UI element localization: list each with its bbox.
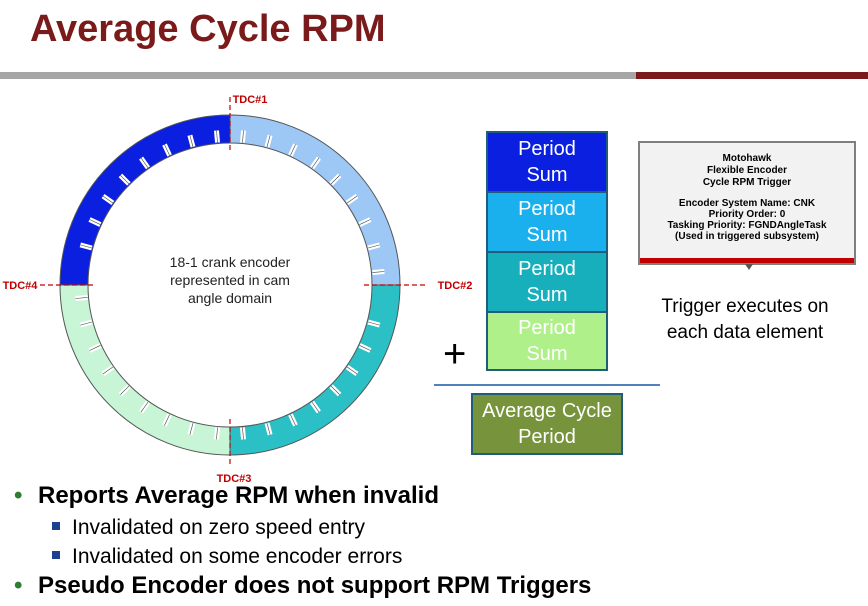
period-sum-3: Period Sum <box>486 251 608 311</box>
encoder-tooth-outline <box>80 244 92 249</box>
encoder-tooth-outline <box>368 244 380 249</box>
encoder-tooth-outline <box>266 135 271 147</box>
ring-segment-3 <box>59 284 231 456</box>
block-title: Motohawk Flexible Encoder Cycle RPM Trig… <box>702 153 792 188</box>
encoder-tooth-outline <box>189 135 194 147</box>
ring-segment-2 <box>229 284 401 456</box>
encoder-tooth-outline <box>368 321 380 326</box>
encoder-tooth-outline <box>359 345 371 351</box>
encoder-tooth-outline <box>372 271 385 273</box>
encoder-tooth-outline <box>346 366 358 375</box>
encoder-tooth-outline <box>164 144 170 156</box>
bullet-pseudo-encoder: •Pseudo Encoder does not support RPM Tri… <box>14 572 592 599</box>
sub-bullet-zero-speed: Invalidated on zero speed entry <box>52 516 365 540</box>
square-bullet-icon <box>52 522 60 531</box>
period-sum-1: Period Sum <box>486 131 608 191</box>
cycle-rpm-trigger-block[interactable]: Motohawk Flexible Encoder Cycle RPM Trig… <box>638 141 856 270</box>
encoder-tooth-outline <box>120 385 130 395</box>
bullet-reports-average: •Reports Average RPM when invalid <box>14 482 439 509</box>
wheel-center-text-line: 18-1 crank encoder <box>170 254 291 270</box>
title-underline-gray <box>0 72 636 79</box>
period-sum-stack: Period Sum Period Sum Period Sum Period … <box>486 131 608 371</box>
period-sum-2: Period Sum <box>486 191 608 251</box>
encoder-tooth-outline <box>75 297 88 299</box>
plus-sign: + <box>443 332 467 376</box>
wheel-center-text-line: angle domain <box>188 290 272 306</box>
trigger-note: Trigger executes on each data element <box>661 296 829 343</box>
encoder-tooth-outline <box>242 427 244 440</box>
encoder-tooth-outline <box>216 130 218 143</box>
sum-divider-line <box>434 384 660 386</box>
encoder-tooth-outline <box>330 385 340 395</box>
bullet-dot-icon: • <box>14 482 23 509</box>
bullet-dot-icon: • <box>14 572 23 599</box>
encoder-tooth-outline <box>164 414 170 426</box>
title-underline-red <box>636 72 868 79</box>
encoder-tooth-outline <box>242 130 244 143</box>
encoder-tooth-outline <box>80 321 92 326</box>
encoder-tooth-outline <box>89 345 101 351</box>
tdc-label-4: TDC#4 <box>3 280 39 292</box>
period-sum-4: Period Sum <box>486 311 608 371</box>
encoder-tooth-outline <box>330 175 340 185</box>
encoder-tooth-outline <box>290 144 296 156</box>
encoder-tooth-outline <box>120 175 130 185</box>
encoder-tooth-outline <box>102 195 114 204</box>
sub-bullet-encoder-errors: Invalidated on some encoder errors <box>52 545 402 569</box>
encoder-tooth-outline <box>140 401 149 413</box>
square-bullet-icon <box>52 551 60 560</box>
encoder-tooth-outline <box>89 219 101 225</box>
tdc-label-1: TDC#1 <box>233 94 268 106</box>
block-info: Encoder System Name: CNK Priority Order:… <box>667 198 827 242</box>
average-cycle-period-box: Average Cycle Period <box>471 393 623 455</box>
tdc-label-2: TDC#2 <box>438 280 473 292</box>
encoder-tooth-outline <box>140 157 149 169</box>
page-title: Average Cycle RPM <box>30 8 386 50</box>
encoder-tooth-outline <box>290 414 296 426</box>
encoder-tooth-outline <box>311 157 320 169</box>
encoder-tooth-outline <box>266 423 271 435</box>
encoder-tooth-outline <box>311 401 320 413</box>
trigger-port-icon <box>745 264 753 270</box>
encoder-tooth-outline <box>216 427 218 440</box>
encoder-tooth-outline <box>346 195 358 204</box>
tdc-label-3: TDC#3 <box>217 473 252 485</box>
wheel-center-text-line: represented in cam <box>170 272 290 288</box>
encoder-tooth-outline <box>359 219 371 225</box>
block-trigger-bar <box>640 258 854 263</box>
encoder-tooth-outline <box>102 366 114 375</box>
encoder-tooth-outline <box>189 423 194 435</box>
